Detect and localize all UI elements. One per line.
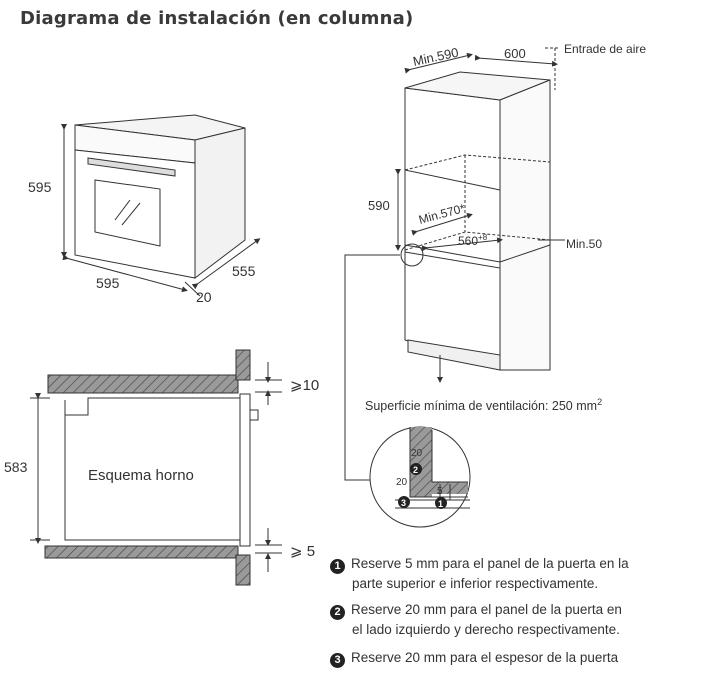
oven-height-label: 595 bbox=[28, 179, 52, 195]
detail-20-left: 20 bbox=[396, 477, 408, 488]
detail-marker-2: 2 bbox=[410, 463, 422, 475]
note-number-badge: 3 bbox=[330, 653, 345, 668]
svg-text:2: 2 bbox=[413, 465, 418, 475]
oven-section bbox=[30, 349, 282, 586]
detail-marker-3: 3 bbox=[398, 496, 410, 508]
detail-5: 5 bbox=[437, 486, 443, 497]
ventilation-label: Superficie mínima de ventilación: 250 mm… bbox=[365, 397, 602, 413]
column-depth-label: 600 bbox=[504, 46, 526, 61]
svg-text:1: 1 bbox=[438, 499, 443, 509]
bottom-gap-label: ⩾ 5 bbox=[290, 543, 315, 560]
detail-circle bbox=[369, 426, 471, 528]
note-3: 3 Reserve 20 mm para el espesor de la pue… bbox=[330, 648, 700, 668]
min-side-label: Min.50 bbox=[566, 237, 602, 251]
note-number-badge: 1 bbox=[330, 559, 345, 574]
column-min-width-label: Min.590 bbox=[412, 45, 460, 69]
top-gap-label: ⩾10 bbox=[290, 377, 319, 394]
oven-depth-label: 555 bbox=[232, 263, 256, 279]
note-text-line2: parte superior e inferior respectivament… bbox=[352, 576, 599, 591]
min-depth-label: Min.570* bbox=[417, 201, 467, 227]
detail-marker-1: 1 bbox=[435, 497, 447, 509]
svg-text:3: 3 bbox=[401, 498, 406, 508]
note-text: Reserve 20 mm para el espesor de la puer… bbox=[351, 650, 619, 665]
oven-width-label: 595 bbox=[96, 275, 120, 291]
air-inlet-label: Entrade de aire bbox=[564, 42, 646, 56]
note-2: 2 Reserve 20 mm para el panel de la puert… bbox=[330, 600, 700, 640]
note-text: Reserve 5 mm para el panel de la puerta … bbox=[351, 556, 629, 571]
section-label: Esquema horno bbox=[88, 467, 194, 484]
note-text-line2: el lado izquierdo y derecho respectivame… bbox=[352, 622, 620, 637]
oven-perspective bbox=[61, 114, 261, 297]
oven-panel-label: 20 bbox=[196, 289, 212, 305]
note-text: Reserve 20 mm para el panel de la puerta… bbox=[351, 602, 622, 617]
section-height-label: 583 bbox=[4, 459, 28, 475]
cavity-height-label: 590 bbox=[368, 198, 390, 213]
column-cabinet bbox=[344, 47, 565, 481]
note-number-badge: 2 bbox=[330, 605, 345, 620]
page-title: Diagrama de instalación (en columna) bbox=[20, 8, 414, 29]
note-1: 1 Reserve 5 mm para el panel de la puerta… bbox=[330, 554, 700, 594]
detail-20-top: 20 bbox=[411, 448, 423, 459]
inner-width-label: 560+8 bbox=[458, 233, 488, 248]
